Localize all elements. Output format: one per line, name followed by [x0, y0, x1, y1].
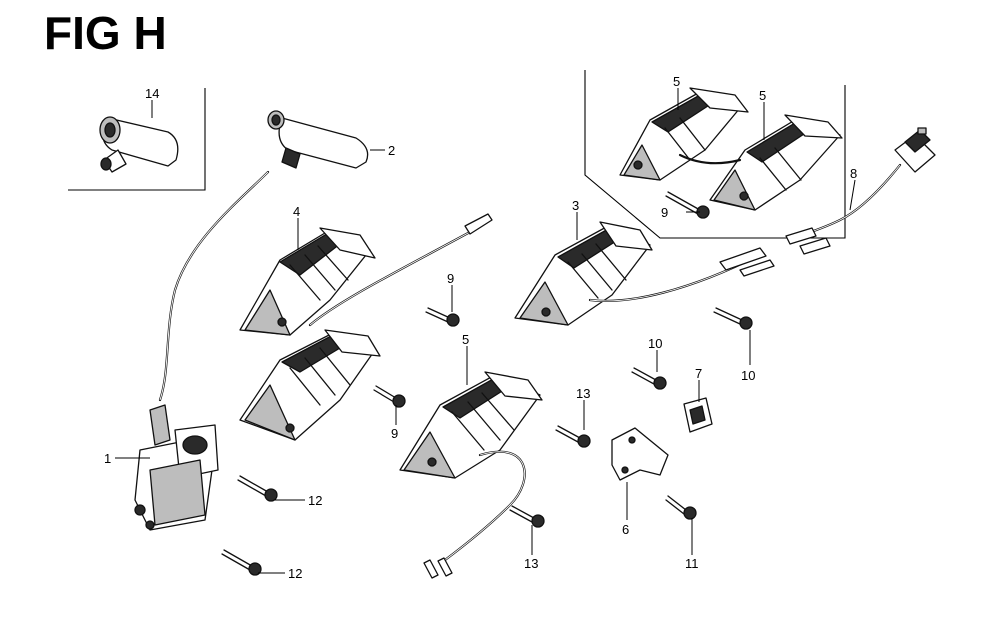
leader-lines — [115, 88, 856, 574]
bolt-13-upper — [555, 425, 591, 448]
part-2-plug-cap — [267, 110, 369, 169]
bolt-10-middle — [631, 367, 667, 390]
callout-8: 8 — [850, 166, 857, 181]
callout-11: 11 — [685, 556, 699, 571]
bolt-10-right — [713, 307, 753, 330]
bolt-9-middle — [425, 307, 460, 327]
part-7-clip — [683, 397, 713, 433]
part-5-terminals — [423, 557, 453, 579]
part-4-exciter-coil — [239, 227, 376, 336]
part-8-terminals — [785, 227, 831, 255]
callout-7: 7 — [695, 366, 702, 381]
bolt-11 — [665, 495, 697, 520]
bolt-9-inset — [665, 191, 710, 219]
callout-12-upper: 12 — [308, 493, 322, 508]
bolt-9-left — [373, 385, 406, 408]
callout-4: 4 — [293, 204, 300, 219]
callout-3: 3 — [572, 198, 579, 213]
callout-9-left: 9 — [391, 426, 398, 441]
part-1-ignition-coil — [134, 404, 219, 531]
part-5-coil-inset-b — [709, 114, 843, 211]
callout-5-inset-b: 5 — [759, 88, 766, 103]
part-14-plug-cap — [99, 116, 179, 173]
callout-6: 6 — [622, 522, 629, 537]
part-4-connector — [464, 213, 493, 235]
inset-coil-lead — [678, 153, 742, 165]
callout-5-inset-a: 5 — [673, 74, 680, 89]
bolt-12-lower — [221, 549, 262, 576]
callout-13-upper: 13 — [576, 386, 590, 401]
part-8-connector — [894, 127, 936, 173]
callout-2: 2 — [388, 143, 395, 158]
figure-title: FIG H — [44, 7, 167, 59]
bolt-13-lower — [509, 505, 545, 528]
part-3-connector — [719, 247, 775, 277]
callout-9-inset: 9 — [661, 205, 668, 220]
inset-frame-left — [68, 88, 206, 191]
callout-13-lower: 13 — [524, 556, 538, 571]
part-6-bracket — [611, 427, 669, 481]
callout-10-middle: 10 — [648, 336, 662, 351]
callout-12-lower: 12 — [288, 566, 302, 581]
part-3-coil — [514, 221, 653, 326]
part-5-coil-lower — [399, 371, 543, 479]
part-5-coil-inset-a — [619, 87, 749, 181]
inset-frame-right — [584, 70, 846, 239]
callout-5-lower: 5 — [462, 332, 469, 347]
callout-1: 1 — [104, 451, 111, 466]
callout-9-middle: 9 — [447, 271, 454, 286]
bolt-12-upper — [237, 475, 278, 502]
charge-coil-lower — [239, 329, 381, 441]
callout-10-right: 10 — [741, 368, 755, 383]
callout-14: 14 — [145, 86, 159, 101]
